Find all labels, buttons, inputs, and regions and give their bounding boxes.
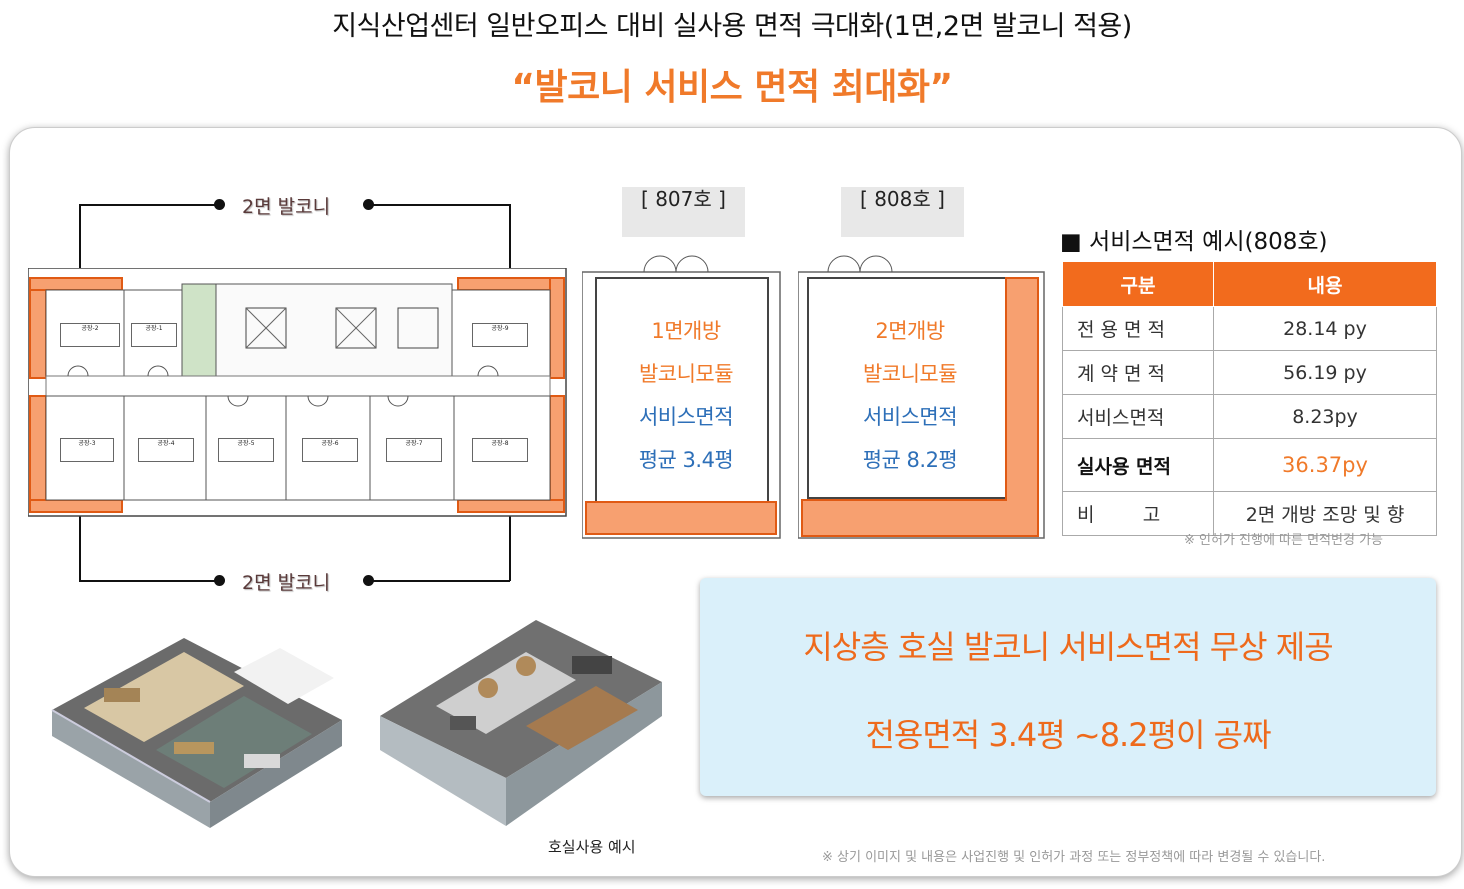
connector-line xyxy=(79,204,81,278)
table-header: 구분 xyxy=(1062,261,1214,307)
table-note: ※ 인허가 진행에 따른 면적변경 가능 xyxy=(1184,533,1383,548)
table-header: 내용 xyxy=(1213,261,1437,307)
connector-dot xyxy=(214,575,225,586)
room-label: 공장-3 xyxy=(60,438,114,462)
table-row: 전 용 면 적 28.14 py xyxy=(1062,306,1437,351)
connector-dot xyxy=(363,575,374,586)
balcony-label-bottom: 2면 발코니 xyxy=(236,568,337,595)
service-table-title: ■ 서비스면적 예시(808호) xyxy=(1060,229,1328,255)
page-subtitle: “발코니 서비스 면적 최대화” xyxy=(511,67,953,108)
connector-line xyxy=(368,580,510,582)
room-label: 공장-8 xyxy=(472,438,528,462)
room-label: 공장-5 xyxy=(218,438,274,462)
page-title: 지식산업센터 일반오피스 대비 실사용 면적 극대화(1면,2면 발코니 적용) xyxy=(332,11,1132,42)
connector-line xyxy=(509,204,511,278)
unit-tag-808: [ 808호 ] xyxy=(841,187,964,237)
room-label: 공장-7 xyxy=(386,438,442,462)
connector-dot xyxy=(214,199,225,210)
room-label: 공장-6 xyxy=(302,438,358,462)
connector-line xyxy=(79,580,219,582)
unit-807-plan xyxy=(582,255,781,539)
office-example-image-2 xyxy=(380,620,662,826)
connector-dot xyxy=(363,199,374,210)
example-caption: 호실사용 예시 xyxy=(548,838,636,856)
balcony-label-top: 2면 발코니 xyxy=(236,192,337,219)
room-label: 공장-2 xyxy=(60,323,120,347)
table-row: 서비스면적 8.23py xyxy=(1062,394,1437,439)
room-label: 공장-4 xyxy=(138,438,194,462)
table-row: 계 약 면 적 56.19 py xyxy=(1062,350,1437,395)
unit-tag-807: [ 807호 ] xyxy=(622,187,745,237)
promo-box: 지상층 호실 발코니 서비스면적 무상 제공 전용면적 3.4평 ~8.2평이 … xyxy=(700,578,1436,796)
connector-line xyxy=(79,508,81,581)
floorplan-drawing xyxy=(28,268,567,517)
connector-line xyxy=(509,508,511,581)
connector-line xyxy=(79,204,219,206)
unit-808-text: 2면개방 발코니모듈 서비스면적 평균 8.2평 xyxy=(862,319,958,472)
promo-line-1: 지상층 호실 발코니 서비스면적 무상 제공 xyxy=(803,628,1333,666)
service-area-table: 구분 내용 전 용 면 적 28.14 py 계 약 면 적 56.19 py … xyxy=(1062,261,1437,536)
promo-line-2: 전용면적 3.4평 ~8.2평이 공짜 xyxy=(865,716,1271,754)
unit-807-text: 1면개방 발코니모듈 서비스면적 평균 3.4평 xyxy=(638,319,734,472)
room-label: 공장-1 xyxy=(131,323,177,347)
office-example-image-1 xyxy=(51,638,342,828)
footer-note: ※ 상기 이미지 및 내용은 사업진행 및 인허가 과정 또는 정부정책에 따라… xyxy=(822,850,1326,865)
room-label: 공장-9 xyxy=(472,323,528,347)
unit-808-plan xyxy=(798,255,1045,539)
connector-line xyxy=(368,204,510,206)
table-row: 비 고 2면 개방 조망 및 향 xyxy=(1062,491,1437,536)
table-row: 실사용 면적 36.37py xyxy=(1062,438,1437,492)
